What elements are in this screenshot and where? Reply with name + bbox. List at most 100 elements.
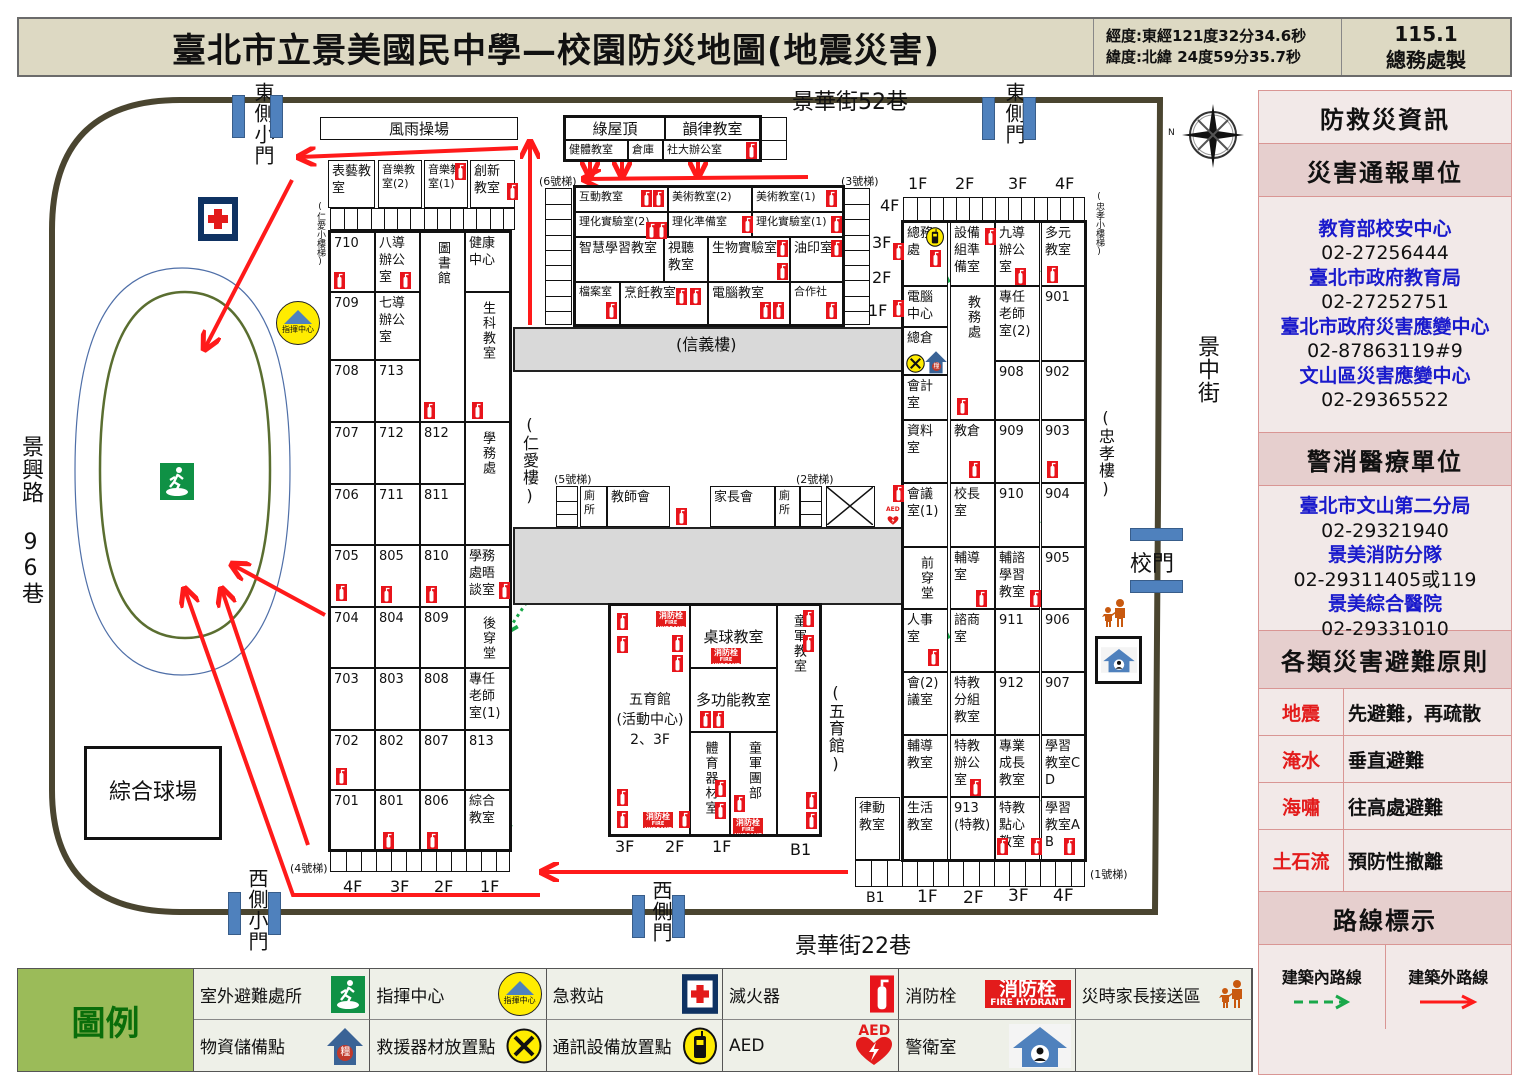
fire-extinguisher-icon	[760, 302, 771, 319]
fire-extinguisher-icon	[1015, 268, 1026, 285]
gate-post	[672, 895, 685, 938]
room-label: 706	[334, 488, 359, 503]
room: 人事室	[903, 609, 948, 672]
fire-extinguisher-icon	[803, 610, 814, 627]
room-label: 廁所	[779, 489, 790, 516]
xinyi-corridor	[513, 327, 903, 372]
legend-title: 圖例	[18, 969, 194, 1071]
room: 特教分組教室	[950, 672, 995, 735]
supply-storage-icon: 糧	[325, 1026, 365, 1066]
compass-north-label: N	[1168, 128, 1175, 138]
legend-item-label: 災時家長接送區	[1081, 986, 1201, 1007]
stairwell	[800, 486, 822, 527]
room: 907	[1041, 672, 1086, 735]
room: 709	[330, 292, 375, 360]
stairwell	[760, 117, 787, 160]
version-info: 115.1 總務處製	[1342, 19, 1510, 75]
room-label: 表藝教室	[332, 164, 372, 196]
room-label: 桌球教室	[703, 627, 764, 646]
evacuation-site-icon	[331, 975, 366, 1013]
room-label: 專任老師室(1)	[469, 672, 501, 721]
room-label: 多元教室	[1045, 226, 1072, 258]
room-label: 809	[424, 611, 449, 626]
map-label: (3號梯)	[841, 175, 879, 188]
room: 八導辦公室	[375, 232, 420, 292]
room-label: 709	[334, 296, 359, 311]
map-label: (5號梯)	[554, 473, 592, 486]
room-label: 807	[424, 734, 449, 749]
fire-extinguisher-icon	[617, 789, 628, 806]
contact-org: 文山區災害應變中心	[1299, 364, 1471, 387]
room-label: 705	[334, 549, 359, 564]
room-label: 908	[999, 365, 1024, 380]
legend-item-label: 室外避難處所	[200, 986, 302, 1007]
outdoor-evacuation-route	[585, 177, 809, 179]
room: 輔導教室	[903, 735, 948, 797]
aed-text: AED	[858, 1022, 891, 1039]
room: 704	[330, 607, 375, 668]
room-label: 生科教室	[480, 301, 495, 361]
fire-extinguisher-icon	[455, 163, 466, 180]
gate-label: 東側門	[1002, 82, 1026, 145]
supply-storage-icon: 糧	[924, 350, 948, 374]
room-label: 廁所	[584, 489, 595, 516]
room-label: 906	[1045, 613, 1070, 628]
radio-icon	[682, 1027, 718, 1065]
room: 810	[420, 545, 465, 607]
hydrant-en-label: FIRE HYDRANT	[734, 827, 761, 834]
room-label: 輔諮學習教室	[999, 551, 1026, 600]
room: 理化實驗室(1)	[752, 212, 843, 237]
room: 專業成長教室	[995, 735, 1040, 797]
guard-room-icon	[1008, 1023, 1071, 1068]
rescue-tools-icon	[906, 354, 925, 373]
campus-wall	[49, 97, 1164, 915]
room-label: 704	[334, 611, 359, 626]
fire-extinguisher-icon	[646, 222, 657, 239]
room: 綜合教室	[465, 790, 510, 850]
room-label: 804	[379, 611, 404, 626]
room: 909	[995, 420, 1040, 483]
hazard-rule: 往高處避難	[1348, 796, 1444, 819]
fire-extinguisher-icon	[426, 586, 437, 603]
fire-extinguisher-icon	[773, 302, 784, 319]
fire-extinguisher-icon	[715, 780, 726, 797]
floor-label: 4F	[880, 196, 900, 215]
room-label: 808	[424, 672, 449, 687]
hazard-label: 淹水	[1259, 736, 1344, 782]
room: 童軍團部	[730, 732, 777, 835]
room: 706	[330, 484, 375, 545]
room-label: 後穿堂	[480, 616, 495, 661]
room-label: 律動教室	[859, 801, 886, 833]
hydrant-en-label: FIRE HYDRANT	[657, 620, 684, 627]
aed-text: AED	[886, 506, 900, 513]
room: 910	[995, 483, 1040, 547]
legend-item: 通訊設備放置點	[547, 1020, 723, 1071]
fire-extinguisher-icon	[976, 590, 987, 607]
gate-label: 西側小門	[245, 868, 269, 952]
floor-label: 1F	[868, 301, 888, 320]
route-key: 建築內路線 建築外路線	[1259, 945, 1511, 1029]
coordinates: 經度:東經121度32分34.6秒 緯度:北緯 24度59分35.7秒	[1094, 19, 1342, 75]
evacuation-site-icon	[160, 463, 194, 500]
floor-label: 1F	[712, 837, 732, 856]
room: 理化準備室	[668, 212, 752, 237]
principle-row: 地震先避難，再疏散	[1259, 689, 1511, 736]
room-label: 911	[999, 613, 1024, 628]
report-units-heading: 災害通報單位	[1259, 144, 1511, 197]
principle-row: 海嘯往高處避難	[1259, 783, 1511, 830]
room-label: 803	[379, 672, 404, 687]
room: 712	[375, 422, 420, 484]
floor-label: 3F	[872, 233, 892, 252]
room-label: 資料室	[907, 424, 934, 456]
room: 學習教室AB	[1041, 797, 1086, 860]
outdoor-evacuation-route	[205, 179, 294, 348]
fire-extinguisher-icon	[713, 711, 724, 728]
room: 707	[330, 422, 375, 484]
fire-extinguisher-icon	[803, 635, 814, 652]
rescue-tools-icon	[506, 1028, 542, 1064]
hydrant-en-label: FIRE HYDRANT	[712, 657, 739, 664]
outdoor-evacuation-route	[185, 590, 540, 897]
room: 生科教室	[465, 292, 510, 422]
